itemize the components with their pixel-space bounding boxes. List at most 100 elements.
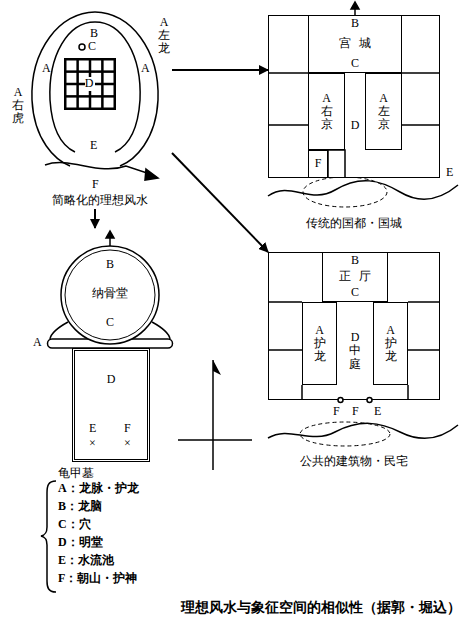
node-label: C [106,316,114,330]
figure-caption: 公共的建筑物・民宅 [268,455,440,469]
grid-cell [91,98,101,108]
figure-caption: 龟甲墓 [58,467,94,481]
ward-box: A左京 [365,73,402,150]
compass-arrow [213,360,221,375]
callout-letter: F [124,422,131,435]
callout-letter: F [333,405,340,418]
callout-letter: × [89,437,96,450]
grid-ground [64,58,116,110]
palace-box: B 宫城 C [308,15,402,73]
circle-stroke [65,250,155,340]
grid-cell [79,61,89,71]
gate-box: F [308,150,328,178]
outline-stroke [328,150,345,178]
callout-letter: B [90,27,98,40]
callout-letter: E [446,166,453,179]
grid-cell [104,98,114,108]
hall-box: B 正厅 C [322,252,388,302]
outline-stroke [95,12,158,166]
callout-letter: × [124,437,131,450]
courtyard: D中庭 [337,302,373,400]
callout-letter: F [92,178,99,191]
node-label: 纳骨堂 [92,287,128,301]
node-label: C [351,286,359,300]
node-label: A右京 [321,92,333,132]
callout-letter: A [42,62,51,75]
street-axis: D [345,73,365,178]
ward-box: A右京 [308,73,345,150]
node-label: A护龙 [385,324,397,364]
callout-letter: A左龙 [158,16,170,56]
outline-stroke [32,12,95,166]
callout-letter: C [88,40,96,53]
legend-entry: A：龙脉・护龙 [58,482,139,495]
legend-entry: C：穴 [58,518,91,531]
ossuary-circle: B 纳骨堂 C [60,245,160,345]
outline-stroke [145,169,158,180]
callout-letter: F [352,405,359,418]
callout-letter: A [33,336,42,349]
grid-cell [104,73,114,83]
node-label: D中庭 [349,331,361,371]
callout-letter: A [141,62,150,75]
grid-cell [67,85,77,95]
grid-cell [67,61,77,71]
pool-outline [303,177,387,207]
node-label: D [85,77,96,91]
node-label: D [107,373,116,387]
node-label: D [351,119,360,133]
outline-stroke [351,2,359,9]
grid-cell [67,73,77,83]
outline-stroke [106,231,114,238]
node-label: A左京 [378,92,390,132]
node-label: B [106,258,114,272]
node-label: F [315,157,322,171]
callout-letter: E [90,139,97,152]
circle-stroke [61,246,159,344]
compass-line [212,360,214,470]
outline-stroke [338,398,372,403]
outline-stroke [268,73,440,125]
flow-arrow [172,69,268,71]
flow-arrow [172,153,268,252]
outline-stroke [45,163,150,174]
wing-box: A护龙 [373,302,408,385]
grid-cell [67,98,77,108]
grid-cell [91,61,101,71]
fengshui-figure: 简略化的理想风水 D [28,8,172,209]
river-line [268,181,458,199]
house-plan: 公共的建筑物・民宅B正厅CA护龙D中庭A护龙 [268,252,440,400]
figure-title: 理想风水与象征空间的相似性（据郭・堀込） [181,600,461,615]
grid-cell [104,61,114,71]
node-label: B [351,254,359,268]
legend-entry: E：水流池 [58,554,114,567]
node-label: C [351,57,359,71]
callout-letter: E [89,422,96,435]
grid-cell [79,98,89,108]
capital-plan: 传统的国都・国城B宫城CA右京DA左京F [268,15,440,178]
grid-block: D [64,58,116,110]
node-label: 宫城 [332,37,378,51]
river-line [268,423,458,438]
node-label: 正厅 [332,270,378,284]
grid-cell [104,85,114,95]
callout-letter: E [374,405,381,418]
compass-line [178,439,252,441]
outline-stroke [302,385,408,400]
node-label: A护龙 [314,324,326,364]
pool-outline [300,422,390,446]
node-label: B [351,17,359,31]
legend-entry: B：龙脑 [58,500,102,513]
legend-entry: F：朝山・护神 [58,572,137,585]
callout-letter: A右虎 [12,86,24,126]
turtle-tomb: 龟甲墓 B 纳骨堂 C D [40,228,180,482]
flow-arrow [94,209,96,228]
tomb-yard: D [72,348,150,462]
legend-bracket [41,481,56,592]
figure-caption: 简略化的理想风水 [28,194,172,208]
outline-stroke [79,44,85,50]
wing-box: A护龙 [302,302,337,385]
figure-caption: 传统的国都・国城 [268,217,440,231]
